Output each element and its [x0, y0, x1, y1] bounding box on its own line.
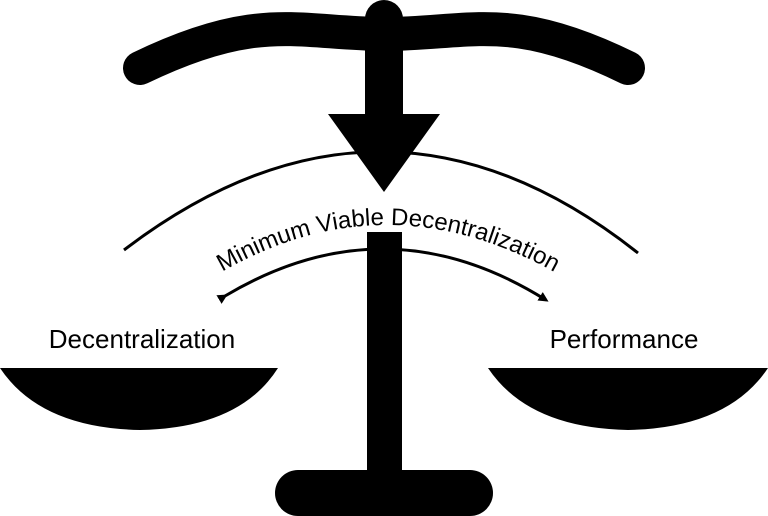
- tradeoff-double-arrow: [216, 247, 549, 304]
- left-pan: [0, 368, 278, 430]
- right-pan-label: Performance: [550, 324, 699, 354]
- pivot-arc: [123, 150, 639, 255]
- scale-base: [275, 470, 493, 516]
- scale-beam: [123, 12, 645, 85]
- left-pan-label: Decentralization: [49, 324, 235, 354]
- scale-pole: [367, 232, 402, 487]
- down-arrow-icon: [328, 40, 440, 192]
- right-pan: [488, 368, 768, 430]
